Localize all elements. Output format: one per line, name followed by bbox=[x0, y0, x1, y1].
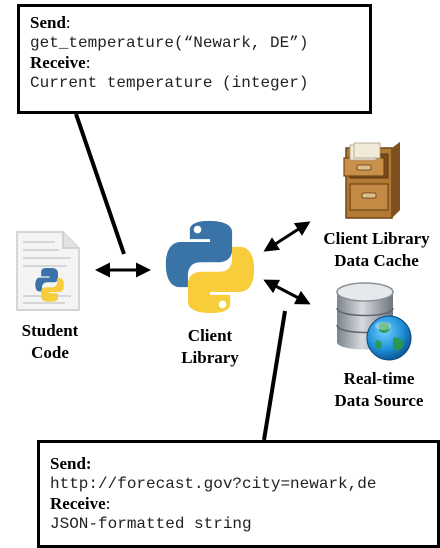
web-request-box: Send: http://forecast.gov?city=newark,de… bbox=[37, 440, 440, 548]
bottom-box-connector bbox=[262, 310, 287, 441]
send-code: http://forecast.gov?city=newark,de bbox=[50, 475, 377, 493]
receive-label: Receive bbox=[50, 494, 106, 513]
receive-line: Receive: bbox=[30, 53, 91, 72]
student-code-caption: Student Code bbox=[10, 320, 90, 364]
caption-line: Student bbox=[21, 321, 79, 340]
database-globe-icon bbox=[336, 282, 412, 361]
python-file-icon bbox=[16, 231, 80, 311]
top-box-connector bbox=[74, 113, 126, 255]
caption-line: Real-time bbox=[343, 369, 415, 388]
client-cache-arrow bbox=[263, 221, 311, 252]
receive-code: Current temperature (integer) bbox=[30, 74, 309, 92]
caption-line: Code bbox=[31, 343, 69, 362]
caption-line: Data Cache bbox=[334, 251, 419, 270]
client-library-caption: Client Library bbox=[165, 325, 255, 369]
file-cabinet-icon bbox=[343, 142, 400, 219]
caption-line: Client bbox=[187, 326, 233, 345]
data-source-caption: Real-time Data Source bbox=[318, 368, 440, 412]
cache-caption: Client Library Data Cache bbox=[313, 228, 440, 272]
client-source-arrow bbox=[263, 279, 311, 305]
receive-line: Receive: bbox=[50, 494, 111, 513]
send-label: Send bbox=[30, 13, 66, 32]
send-line: Send: bbox=[30, 13, 71, 32]
send-code: get_temperature(“Newark, DE”) bbox=[30, 34, 309, 52]
caption-line: Library bbox=[181, 348, 239, 367]
send-label: Send: bbox=[50, 454, 92, 473]
receive-label: Receive bbox=[30, 53, 86, 72]
caption-line: Client Library bbox=[323, 229, 430, 248]
receive-code: JSON-formatted string bbox=[50, 515, 252, 533]
client-call-box: Send: get_temperature(“Newark, DE”) Rece… bbox=[17, 4, 372, 114]
python-logo-icon bbox=[165, 220, 255, 314]
caption-line: Data Source bbox=[334, 391, 424, 410]
